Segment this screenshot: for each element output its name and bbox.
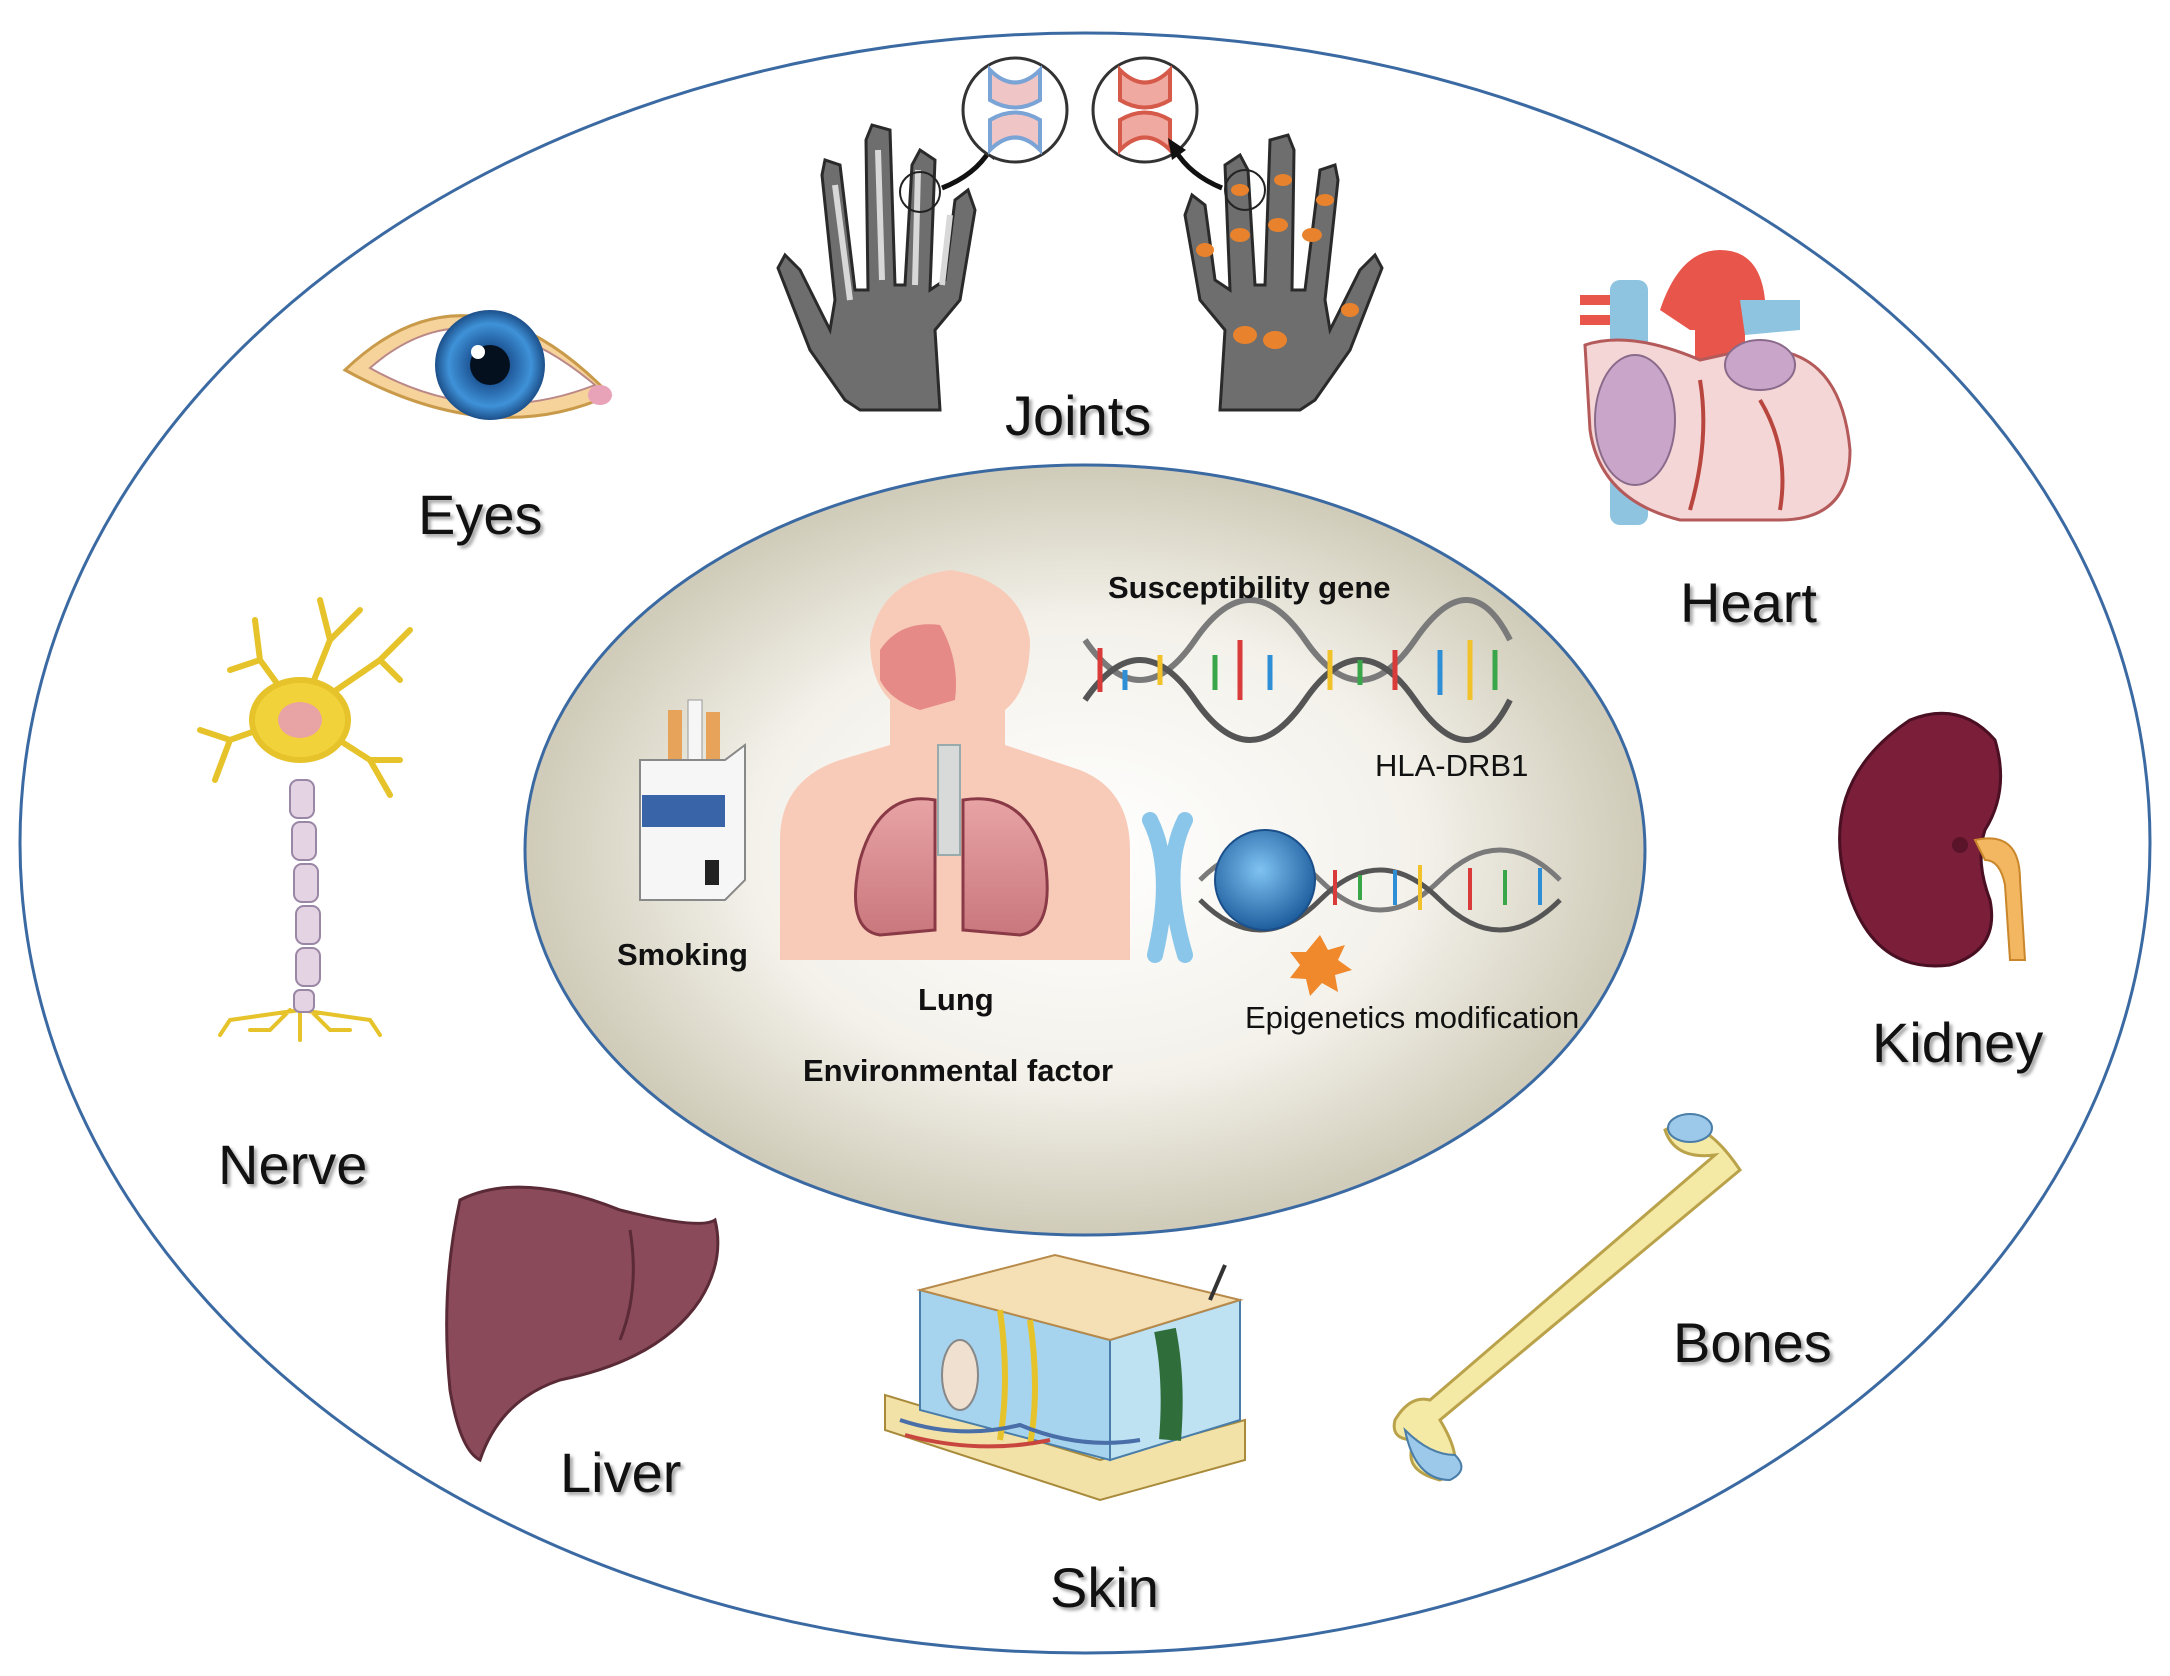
bones-label: Bones xyxy=(1673,1311,1832,1374)
epigenetics-label: Epigenetics modification xyxy=(1245,1000,1580,1035)
nerve-label: Nerve xyxy=(218,1133,368,1196)
eyes-label: Eyes xyxy=(418,483,543,546)
cigarette-pack-icon xyxy=(639,699,746,901)
upper-body-lungs-icon xyxy=(780,570,1130,960)
skin-label: Skin xyxy=(1050,1556,1159,1619)
smoking-label: Smoking xyxy=(617,937,748,972)
kidney-icon xyxy=(1838,711,2027,968)
dna-helix-susceptibility-icon xyxy=(1082,597,1513,743)
methylation-burst-icon xyxy=(1290,935,1352,996)
lung-label: Lung xyxy=(918,982,994,1017)
joints-label: Joints xyxy=(1005,384,1152,447)
hla-drb1-label: HLA-DRB1 xyxy=(1375,748,1529,783)
skin-layers-icon xyxy=(884,1253,1246,1502)
nerve-cell-icon xyxy=(197,597,413,1042)
arthritic-joint-zoom-icon xyxy=(1091,56,1199,164)
kidney-label: Kidney xyxy=(1872,1011,2044,1074)
chromosome-icon xyxy=(1142,812,1193,963)
liver-icon xyxy=(445,1185,720,1463)
healthy-joint-zoom-icon xyxy=(961,56,1069,164)
histone-blob-icon xyxy=(1214,829,1316,931)
eye-icon xyxy=(342,310,613,420)
nerve-axon-icon xyxy=(289,779,321,1013)
environmental-factor-label: Environmental factor xyxy=(803,1053,1114,1088)
heart-icon xyxy=(1580,250,1852,525)
heart-label: Heart xyxy=(1680,571,1817,634)
liver-label: Liver xyxy=(560,1441,682,1504)
susceptibility-gene-label: Susceptibility gene xyxy=(1108,570,1391,605)
arthritic-hand-xray-icon xyxy=(1168,133,1384,412)
bone-icon xyxy=(1392,1113,1742,1482)
